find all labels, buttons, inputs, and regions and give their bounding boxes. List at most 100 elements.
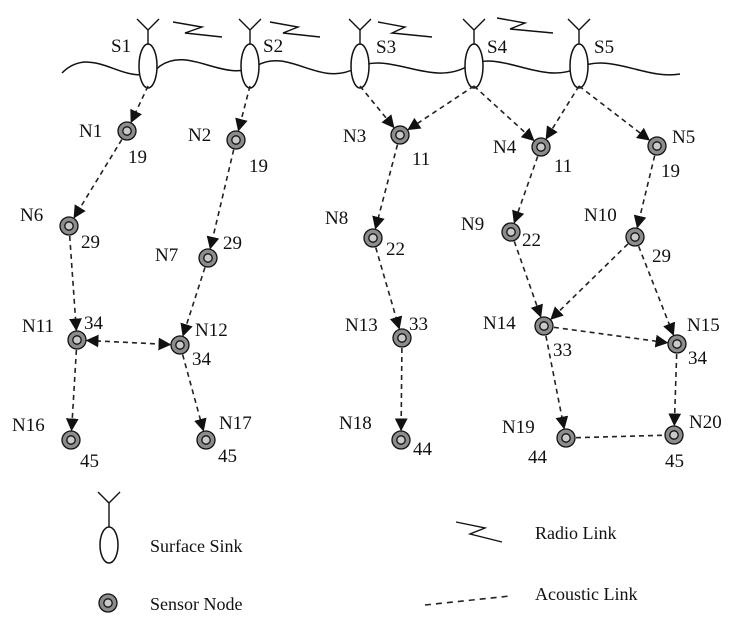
sensor-node-core-icon xyxy=(506,227,516,237)
node-id-label: N6 xyxy=(20,205,43,226)
sensor-node-core-icon xyxy=(539,321,549,331)
acoustic-link-n7-n12 xyxy=(180,267,206,337)
node-id-label: N18 xyxy=(339,413,372,434)
node-depth-label: 44 xyxy=(413,439,433,460)
acoustic-link-n14-n19 xyxy=(545,335,569,430)
acoustic-link-n1-n6 xyxy=(73,139,123,219)
sensor-node-core-icon xyxy=(368,233,378,243)
sensor-node-core-icon xyxy=(630,232,640,242)
legend-acoustic-link-label: Acoustic Link xyxy=(535,584,637,604)
sensor-node-core-icon xyxy=(395,130,405,140)
node-id-label: N13 xyxy=(345,315,378,336)
surface-sink-s2: S2 xyxy=(238,18,283,89)
acoustic-link-n11-n16 xyxy=(65,349,79,432)
acoustic-link-n10-n14 xyxy=(550,243,629,320)
acoustic-link-legend-icon xyxy=(424,595,511,606)
node-id-label: N12 xyxy=(195,320,228,341)
sink-buoy-icon xyxy=(138,43,158,89)
antenna-icon xyxy=(567,18,591,44)
legend-sensor-node-label: Sensor Node xyxy=(150,594,243,614)
acoustic-link-s5-n5 xyxy=(578,85,651,141)
sink-label: S5 xyxy=(594,37,614,58)
node-id-label: N19 xyxy=(502,417,535,438)
sensor-node-core-icon xyxy=(672,339,682,349)
acoustic-link-n15-n20 xyxy=(668,353,682,427)
node-depth-label: 11 xyxy=(412,149,430,170)
node-depth-label: 22 xyxy=(386,239,405,260)
node-id-label: N11 xyxy=(22,316,54,337)
acoustic-link-n4-n9 xyxy=(512,156,539,224)
sensor-node-n17: N17 45 xyxy=(196,413,252,467)
sensor-node-core-icon xyxy=(561,433,571,443)
sink-buoy-icon xyxy=(569,43,589,89)
acoustic-link-s4-n3 xyxy=(407,85,475,131)
sink-buoy-icon xyxy=(464,43,484,89)
sink-label: S4 xyxy=(487,37,508,58)
antenna-icon xyxy=(348,18,372,44)
node-id-label: N15 xyxy=(687,315,720,336)
sink-label: S3 xyxy=(376,37,396,58)
sink-label: S2 xyxy=(263,36,283,57)
antenna-icon xyxy=(136,18,160,44)
node-id-label: N20 xyxy=(689,412,722,433)
sink-label: S1 xyxy=(111,36,131,57)
node-depth-label: 29 xyxy=(81,232,100,253)
acoustic-link-n3-n8 xyxy=(372,144,399,230)
sensor-node-core-icon xyxy=(122,126,132,136)
node-id-label: N3 xyxy=(343,126,366,147)
surface-sink-s4: S4 xyxy=(462,18,508,89)
acoustic-link-n5-n10 xyxy=(633,155,656,229)
acoustic-link-s3-n3 xyxy=(359,85,395,129)
node-depth-label: 29 xyxy=(652,246,671,267)
sensor-node-n3: N3 11 xyxy=(343,125,430,170)
sensor-node-core-icon xyxy=(396,435,406,445)
node-depth-label: 45 xyxy=(665,451,684,472)
sensor-node-n18: N18 44 xyxy=(339,413,433,460)
node-depth-label: 22 xyxy=(522,230,541,251)
sensor-node-core-icon xyxy=(175,340,185,350)
node-depth-label: 19 xyxy=(661,161,680,182)
antenna-icon xyxy=(238,18,262,44)
sensor-node-core-icon xyxy=(536,142,546,152)
node-depth-label: 45 xyxy=(218,446,237,467)
acoustic-link-n10-n15 xyxy=(637,246,676,336)
node-id-label: N9 xyxy=(461,214,484,235)
sensor-node-core-icon xyxy=(72,335,82,345)
node-id-label: N7 xyxy=(155,245,178,266)
radio-links xyxy=(172,17,554,38)
radio-link xyxy=(172,21,223,38)
sensor-nodes: N119N219N311N411N519N629N729N822N922N102… xyxy=(12,121,722,472)
surface-sink-s3: S3 xyxy=(348,18,396,89)
acoustic-link-s2-n2 xyxy=(235,85,251,132)
sensor-node-core-icon xyxy=(231,135,241,145)
sensor-node-n16: N16 45 xyxy=(12,415,99,472)
acoustic-link-n2-n7 xyxy=(206,149,235,250)
antenna-icon xyxy=(462,18,486,44)
acoustic-links xyxy=(65,85,682,439)
acoustic-link-s5-n4 xyxy=(545,85,580,140)
node-depth-label: 33 xyxy=(553,340,572,361)
node-id-label: N17 xyxy=(219,413,252,434)
sensor-node-core-icon xyxy=(64,221,74,231)
radio-link xyxy=(377,21,433,38)
node-id-label: N14 xyxy=(483,313,516,334)
node-depth-label: 44 xyxy=(528,447,548,468)
node-id-label: N16 xyxy=(12,415,45,436)
sensor-node-legend-icon xyxy=(98,593,118,613)
surface-sink-s1: S1 xyxy=(111,18,160,89)
node-depth-label: 45 xyxy=(80,451,99,472)
node-depth-label: 19 xyxy=(128,147,147,168)
sensor-node-n6: N6 29 xyxy=(20,205,100,253)
sensor-node-core-icon xyxy=(203,253,213,263)
sensor-node-n14: N14 33 xyxy=(483,313,572,361)
